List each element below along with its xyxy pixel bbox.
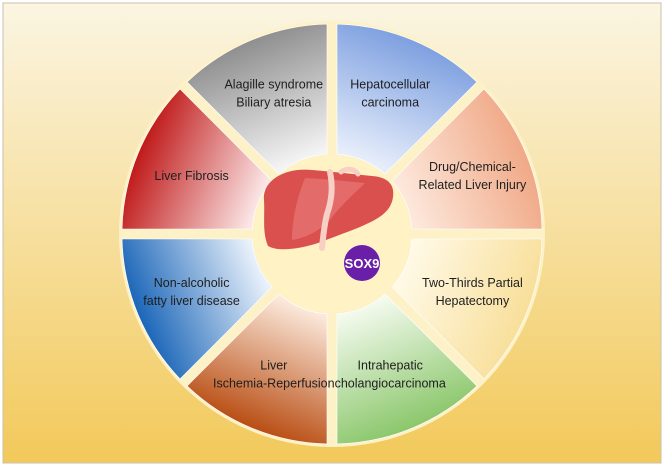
segment-label-alagille-biliary: Alagille syndrome <box>224 78 323 92</box>
segment-hepatocellular-carcinoma: Hepatocellular carcinoma <box>336 23 478 175</box>
segment-label-hepatocellular-carcinoma: Hepatocellular <box>350 78 430 92</box>
segment-drug-chemical-injury: Drug/Chemical- Related Liver Injury <box>391 88 543 230</box>
segment-shape-intrahepatic-cholangiocarcinoma <box>336 293 478 445</box>
segment-liver-fibrosis: Liver Fibrosis <box>121 88 273 230</box>
segment-shape-liver-ischemia-reperfusion <box>186 293 328 445</box>
segment-label-hepatocellular-carcinoma: carcinoma <box>361 96 419 110</box>
segment-shape-two-thirds-hepatectomy <box>391 238 543 380</box>
segment-label-nafld: Non-alcoholic <box>154 276 230 290</box>
segment-label-two-thirds-hepatectomy: Two-Thirds Partial <box>422 276 523 290</box>
segment-label-liver-ischemia-reperfusion: Liver <box>260 358 287 372</box>
segment-label-nafld: fatty liver disease <box>143 294 240 308</box>
segment-shape-liver-fibrosis <box>121 88 273 230</box>
segment-intrahepatic-cholangiocarcinoma: Intrahepatic cholangiocarcinoma <box>335 293 478 445</box>
segment-label-drug-chemical-injury: Related Liver Injury <box>419 178 527 192</box>
segment-label-intrahepatic-cholangiocarcinoma: Intrahepatic <box>358 358 423 372</box>
sox9-badge: SOX9 <box>344 245 380 281</box>
liver-icon <box>263 166 394 251</box>
segment-shape-hepatocellular-carcinoma <box>336 23 478 175</box>
segment-label-liver-ischemia-reperfusion: Ischemia-Reperfusion <box>213 376 335 390</box>
segment-label-drug-chemical-injury: Drug/Chemical- <box>429 160 516 174</box>
segment-shape-nafld <box>121 238 273 380</box>
sox9-badge-circle <box>344 245 380 281</box>
segment-label-two-thirds-hepatectomy: Hepatectomy <box>436 294 510 308</box>
segment-label-intrahepatic-cholangiocarcinoma: cholangiocarcinoma <box>335 376 446 390</box>
segment-shape-drug-chemical-injury <box>391 88 543 230</box>
segment-label-alagille-biliary: Biliary atresia <box>236 96 311 110</box>
segment-shape-alagille-biliary <box>186 23 328 175</box>
segment-label-liver-fibrosis: Liver Fibrosis <box>154 169 228 183</box>
sox9-badge-label: SOX9 <box>345 256 380 271</box>
segment-nafld: Non-alcoholic fatty liver disease <box>121 238 273 380</box>
